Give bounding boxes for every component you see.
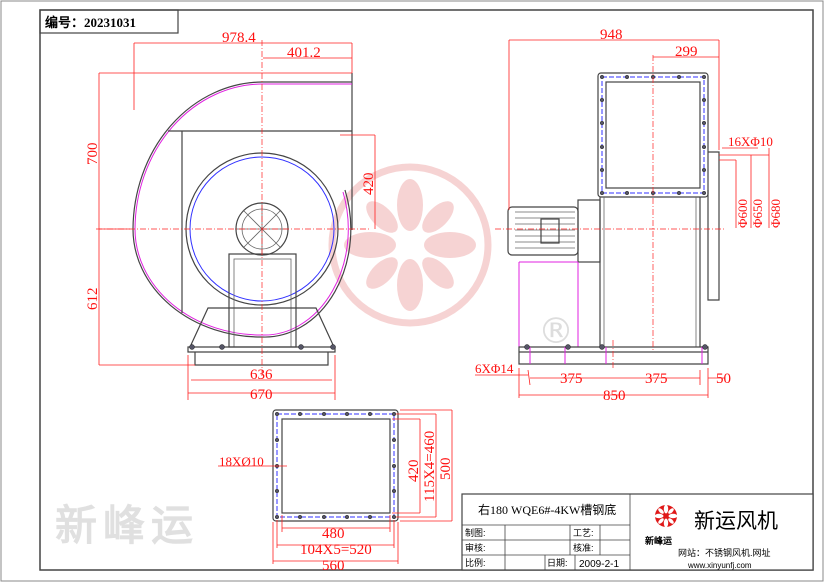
- dim-outer-width: 560: [322, 558, 345, 574]
- dim-side-outlet-offset: 299: [675, 44, 698, 60]
- dim-base-outer: 670: [250, 387, 273, 403]
- dim-height-lower: 612: [85, 288, 101, 311]
- review-label: 审核:: [465, 542, 486, 553]
- dim-inner-height: 420: [406, 460, 422, 483]
- logo-text: 新峰运: [645, 535, 673, 546]
- drawing-number-box: 编号：20231031: [39, 9, 179, 34]
- dim-flange-holes: 16XΦ10: [728, 134, 773, 149]
- dim-height-upper: 700: [85, 143, 101, 166]
- date-value: 2009-2-1: [579, 559, 619, 570]
- watermark-logo: [328, 163, 492, 327]
- dim-inner-width: 480: [322, 526, 345, 542]
- dim-diameter-650: Φ650: [750, 199, 765, 228]
- dim-diameter-600: Φ600: [735, 199, 750, 228]
- drawing-frame: [39, 9, 814, 571]
- dim-outlet-height: 420: [361, 173, 377, 196]
- dim-spacing-1: 375: [560, 371, 583, 387]
- drawing-number: 编号：20231031: [45, 15, 136, 30]
- outlet-bolts: [274, 411, 397, 520]
- dim-bolt-pitch-height: 115X4=460: [422, 431, 438, 502]
- dim-outlet-offset: 401.2: [287, 45, 321, 61]
- company-name: 新运风机: [694, 509, 778, 533]
- dim-spacing-2: 375: [645, 371, 668, 387]
- dim-diameter-680: Φ680: [768, 199, 783, 228]
- dim-outlet-holes: 18XØ10: [219, 454, 264, 469]
- dim-base-inner: 636: [250, 367, 273, 383]
- process-label: 工艺:: [573, 528, 594, 538]
- scale-label: 比例:: [465, 557, 486, 568]
- outlet-flange-view: 18XØ10 480 104X5=520 560 420 115X4=460 5…: [218, 409, 454, 574]
- dim-base-holes: 6XΦ14: [475, 361, 514, 376]
- drawn-by-label: 制图:: [465, 527, 486, 538]
- dim-overall-length: 948: [600, 27, 623, 43]
- dim-edge: 50: [716, 371, 731, 387]
- date-label: 日期:: [547, 558, 568, 568]
- dim-overall-width: 978.4: [222, 30, 256, 46]
- front-view: 978.4 401.2 700 612 420 636 670: [85, 30, 377, 403]
- side-view: 948 299 16XΦ10 Φ600 Φ650 Φ680 6XΦ14 375 …: [475, 27, 783, 404]
- company-logo-icon: [654, 504, 678, 528]
- dim-bolt-pitch-width: 104X5=520: [300, 542, 372, 558]
- website-label: 网站：不锈钢风机.网址: [678, 547, 771, 558]
- dim-base-length: 850: [603, 388, 626, 404]
- approve-label: 核准:: [573, 542, 594, 553]
- drawing-title: 右180 WQE6#-4KW槽钢底: [478, 502, 616, 517]
- website-url: www.xinyunfj.com: [687, 561, 752, 570]
- flange-bolts: [599, 74, 707, 196]
- title-block: 右180 WQE6#-4KW槽钢底 制图: 工艺: 审核: 核准: 比例: 日期…: [461, 493, 814, 571]
- watermark-text: 新峰运: [55, 501, 199, 550]
- dim-outer-height: 500: [438, 458, 454, 481]
